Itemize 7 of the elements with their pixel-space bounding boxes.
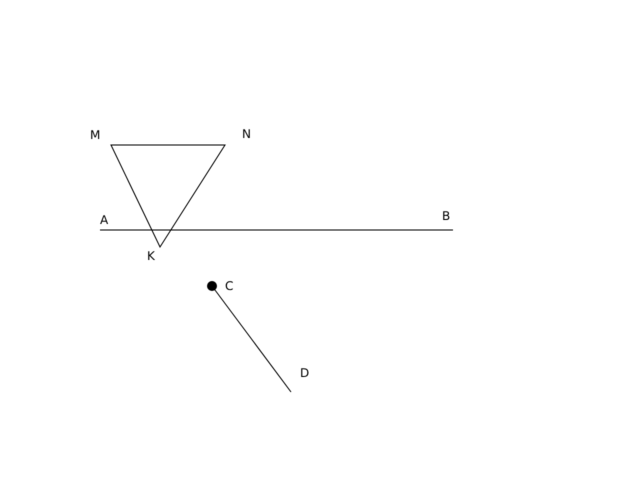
point-label: A — [100, 213, 108, 227]
point-label: M — [90, 128, 100, 142]
point-label: B — [442, 209, 450, 223]
point-label: C — [225, 279, 234, 293]
point-label: K — [147, 249, 155, 263]
point-label: N — [242, 127, 251, 141]
point-label: D — [300, 366, 310, 380]
